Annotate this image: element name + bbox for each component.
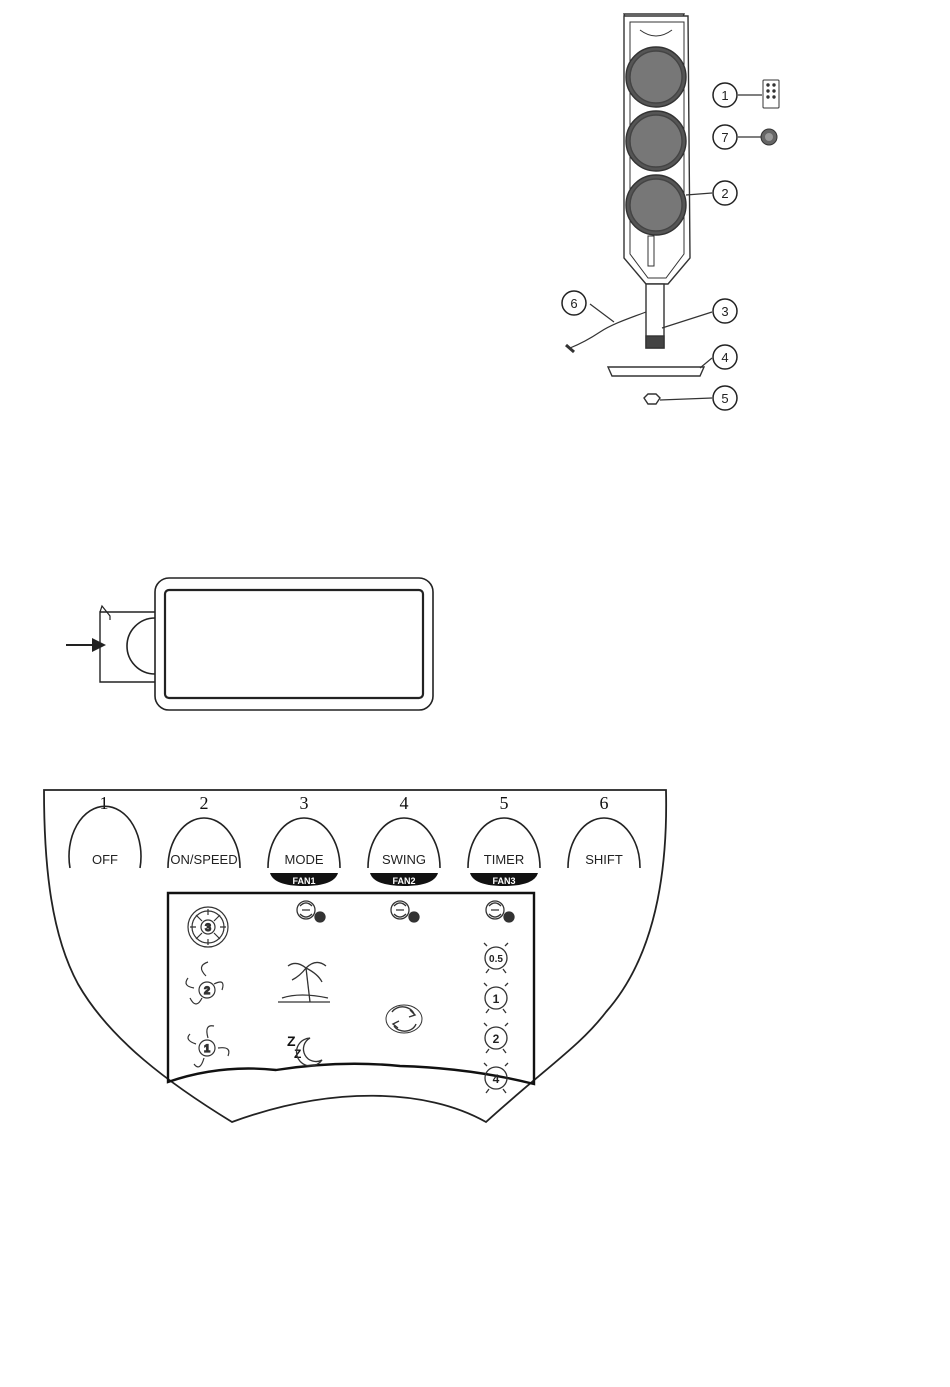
- callout-5: 5: [713, 386, 737, 410]
- svg-text:FAN1: FAN1: [292, 876, 315, 886]
- on-speed-button-label: ON/SPEED: [170, 852, 237, 867]
- fan-grille-middle: [626, 111, 686, 171]
- svg-text:FAN2: FAN2: [392, 876, 415, 886]
- off-button[interactable]: [69, 806, 141, 868]
- button-number-2: 2: [200, 793, 209, 813]
- small-disc-icon: [761, 129, 777, 145]
- arrow-right-icon: [66, 638, 106, 652]
- panel-outline: [44, 790, 666, 1122]
- timer-button-label: TIMER: [484, 852, 524, 867]
- mode-button-label: MODE: [285, 852, 324, 867]
- button-number-4: 4: [400, 793, 409, 813]
- button-number-3: 3: [300, 793, 309, 813]
- fan3-tab: FAN3: [470, 873, 538, 886]
- sleep-moon-icon: Z Z: [287, 1033, 322, 1066]
- fan-speed-icon-3: 3: [188, 907, 228, 947]
- svg-text:5: 5: [721, 391, 728, 406]
- callout-7: 7: [713, 125, 737, 149]
- timer-button[interactable]: [468, 818, 540, 868]
- svg-text:2: 2: [721, 186, 728, 201]
- off-button-label: OFF: [92, 852, 118, 867]
- svg-text:7: 7: [721, 130, 728, 145]
- svg-text:2: 2: [412, 915, 416, 922]
- shift-button-label: SHIFT: [585, 852, 623, 867]
- alarm-clock-icon-0-5: 0.5: [484, 943, 508, 973]
- mode-button[interactable]: [268, 818, 340, 868]
- button-number-6: 6: [600, 793, 609, 813]
- fan-mode-icon-2: 2: [391, 901, 419, 922]
- remote-outer-frame: [155, 578, 433, 710]
- fan-speed-icon-1: 1: [188, 1026, 229, 1067]
- button-number-1: 1: [100, 793, 109, 813]
- fan-grille-top: [626, 47, 686, 107]
- battery-compartment: [100, 612, 155, 682]
- swing-button-label: SWING: [382, 852, 426, 867]
- callout-6: 6: [562, 291, 586, 315]
- callout-1: 1: [713, 83, 737, 107]
- palm-tree-icon: [278, 962, 330, 1002]
- svg-text:2: 2: [493, 1032, 500, 1046]
- battery-disc-icon: [127, 618, 155, 674]
- svg-text:3: 3: [721, 304, 728, 319]
- remote-inner-frame: [165, 590, 423, 698]
- callout-4: 4: [713, 345, 737, 369]
- fan-grille-bottom: [626, 175, 686, 235]
- fan-speed-icon-2: 2: [186, 962, 223, 1004]
- svg-text:6: 6: [570, 296, 577, 311]
- alarm-clock-icon-4: 4: [484, 1063, 508, 1093]
- alarm-clock-icon-1: 1: [484, 983, 508, 1013]
- callout-2: 2: [713, 181, 737, 205]
- svg-text:Z: Z: [287, 1033, 296, 1049]
- button-number-5: 5: [500, 793, 509, 813]
- fan-mode-icon-1: 1: [297, 901, 325, 922]
- remote-control-icon: [763, 80, 779, 108]
- svg-text:1: 1: [721, 88, 728, 103]
- alarm-clock-icon-2: 2: [484, 1023, 508, 1053]
- swing-button[interactable]: [368, 818, 440, 868]
- fan-mode-icon-3: 3: [486, 901, 514, 922]
- svg-text:4: 4: [493, 1072, 500, 1086]
- svg-text:3: 3: [507, 915, 511, 922]
- svg-text:2: 2: [204, 985, 210, 997]
- fan2-tab: FAN2: [370, 873, 438, 886]
- svg-text:FAN3: FAN3: [492, 876, 515, 886]
- callout-3: 3: [713, 299, 737, 323]
- svg-text:4: 4: [721, 350, 728, 365]
- swing-rotate-icon: [386, 1005, 422, 1033]
- svg-text:3: 3: [205, 922, 211, 934]
- shift-button[interactable]: [568, 818, 640, 868]
- svg-text:1: 1: [493, 992, 500, 1006]
- svg-text:1: 1: [318, 915, 322, 922]
- svg-text:Z: Z: [294, 1047, 301, 1061]
- exploded-view-diagram: 1 7 2 6 3 4 5: [0, 0, 950, 440]
- fan-tower: [566, 14, 704, 404]
- svg-text:1: 1: [204, 1043, 210, 1055]
- display-window: [168, 893, 534, 1084]
- fan1-tab: FAN1: [270, 873, 338, 886]
- svg-text:0.5: 0.5: [489, 954, 503, 965]
- on-speed-button[interactable]: [168, 818, 240, 868]
